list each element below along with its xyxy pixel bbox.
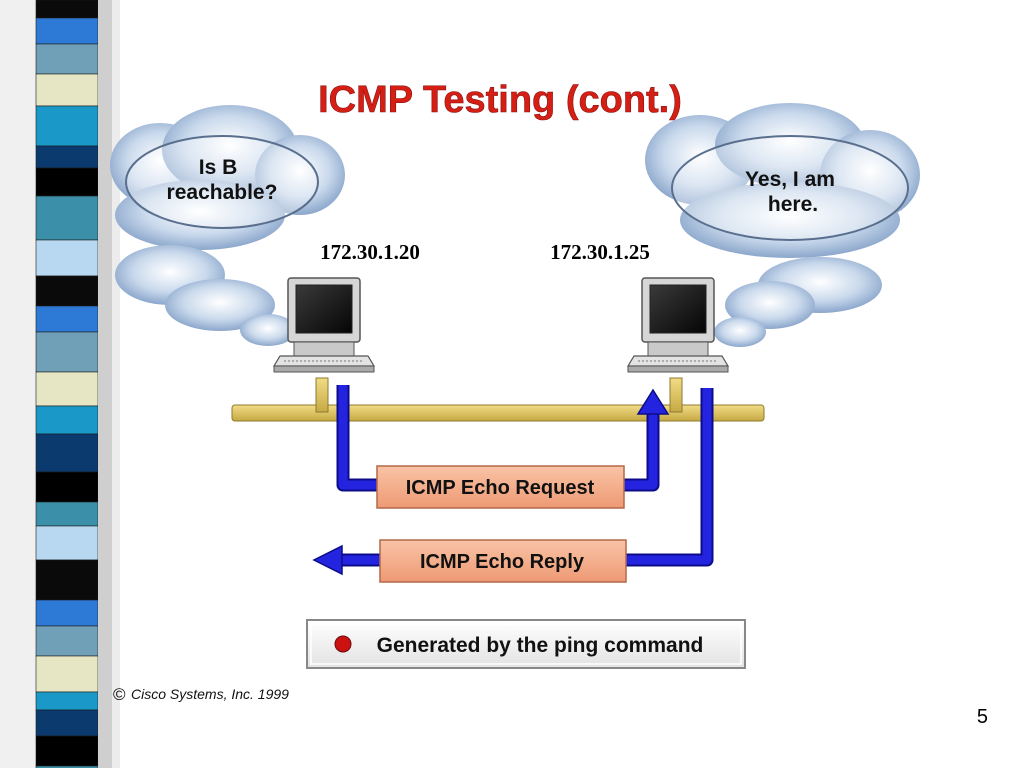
thought-cloud-left <box>110 105 345 346</box>
thought-cloud-right <box>645 103 920 347</box>
computer-a-icon <box>272 277 376 373</box>
thought-left-line1: Is B <box>199 156 238 179</box>
copyright-symbol: © <box>113 685 126 704</box>
thought-right-line1: Yes, I am <box>745 168 835 191</box>
echo-request-box <box>376 465 625 509</box>
decorative-sidebar <box>0 0 120 768</box>
thought-right-line2: here. <box>768 193 818 216</box>
thought-left-line2: reachable? <box>167 181 278 204</box>
reply-arrowhead-icon <box>312 544 343 576</box>
network-bus <box>231 377 765 422</box>
page-number: 5 <box>976 706 988 728</box>
host-a-ip: 172.30.1.20 <box>320 240 420 264</box>
host-b-ip: 172.30.1.25 <box>550 240 650 264</box>
request-arrowhead-icon <box>636 388 670 415</box>
echo-request-label: ICMP Echo Request <box>406 477 595 499</box>
copyright-text: Cisco Systems, Inc. 1999 <box>131 686 289 702</box>
echo-reply-box <box>379 539 627 583</box>
echo-reply-label: ICMP Echo Reply <box>420 551 585 573</box>
bullet-icon <box>334 635 352 653</box>
note-box <box>306 619 746 669</box>
computer-b-icon <box>626 277 730 373</box>
note-text: Generated by the ping command <box>377 634 704 657</box>
slide-title: ICMP Testing (cont.) <box>318 79 682 121</box>
